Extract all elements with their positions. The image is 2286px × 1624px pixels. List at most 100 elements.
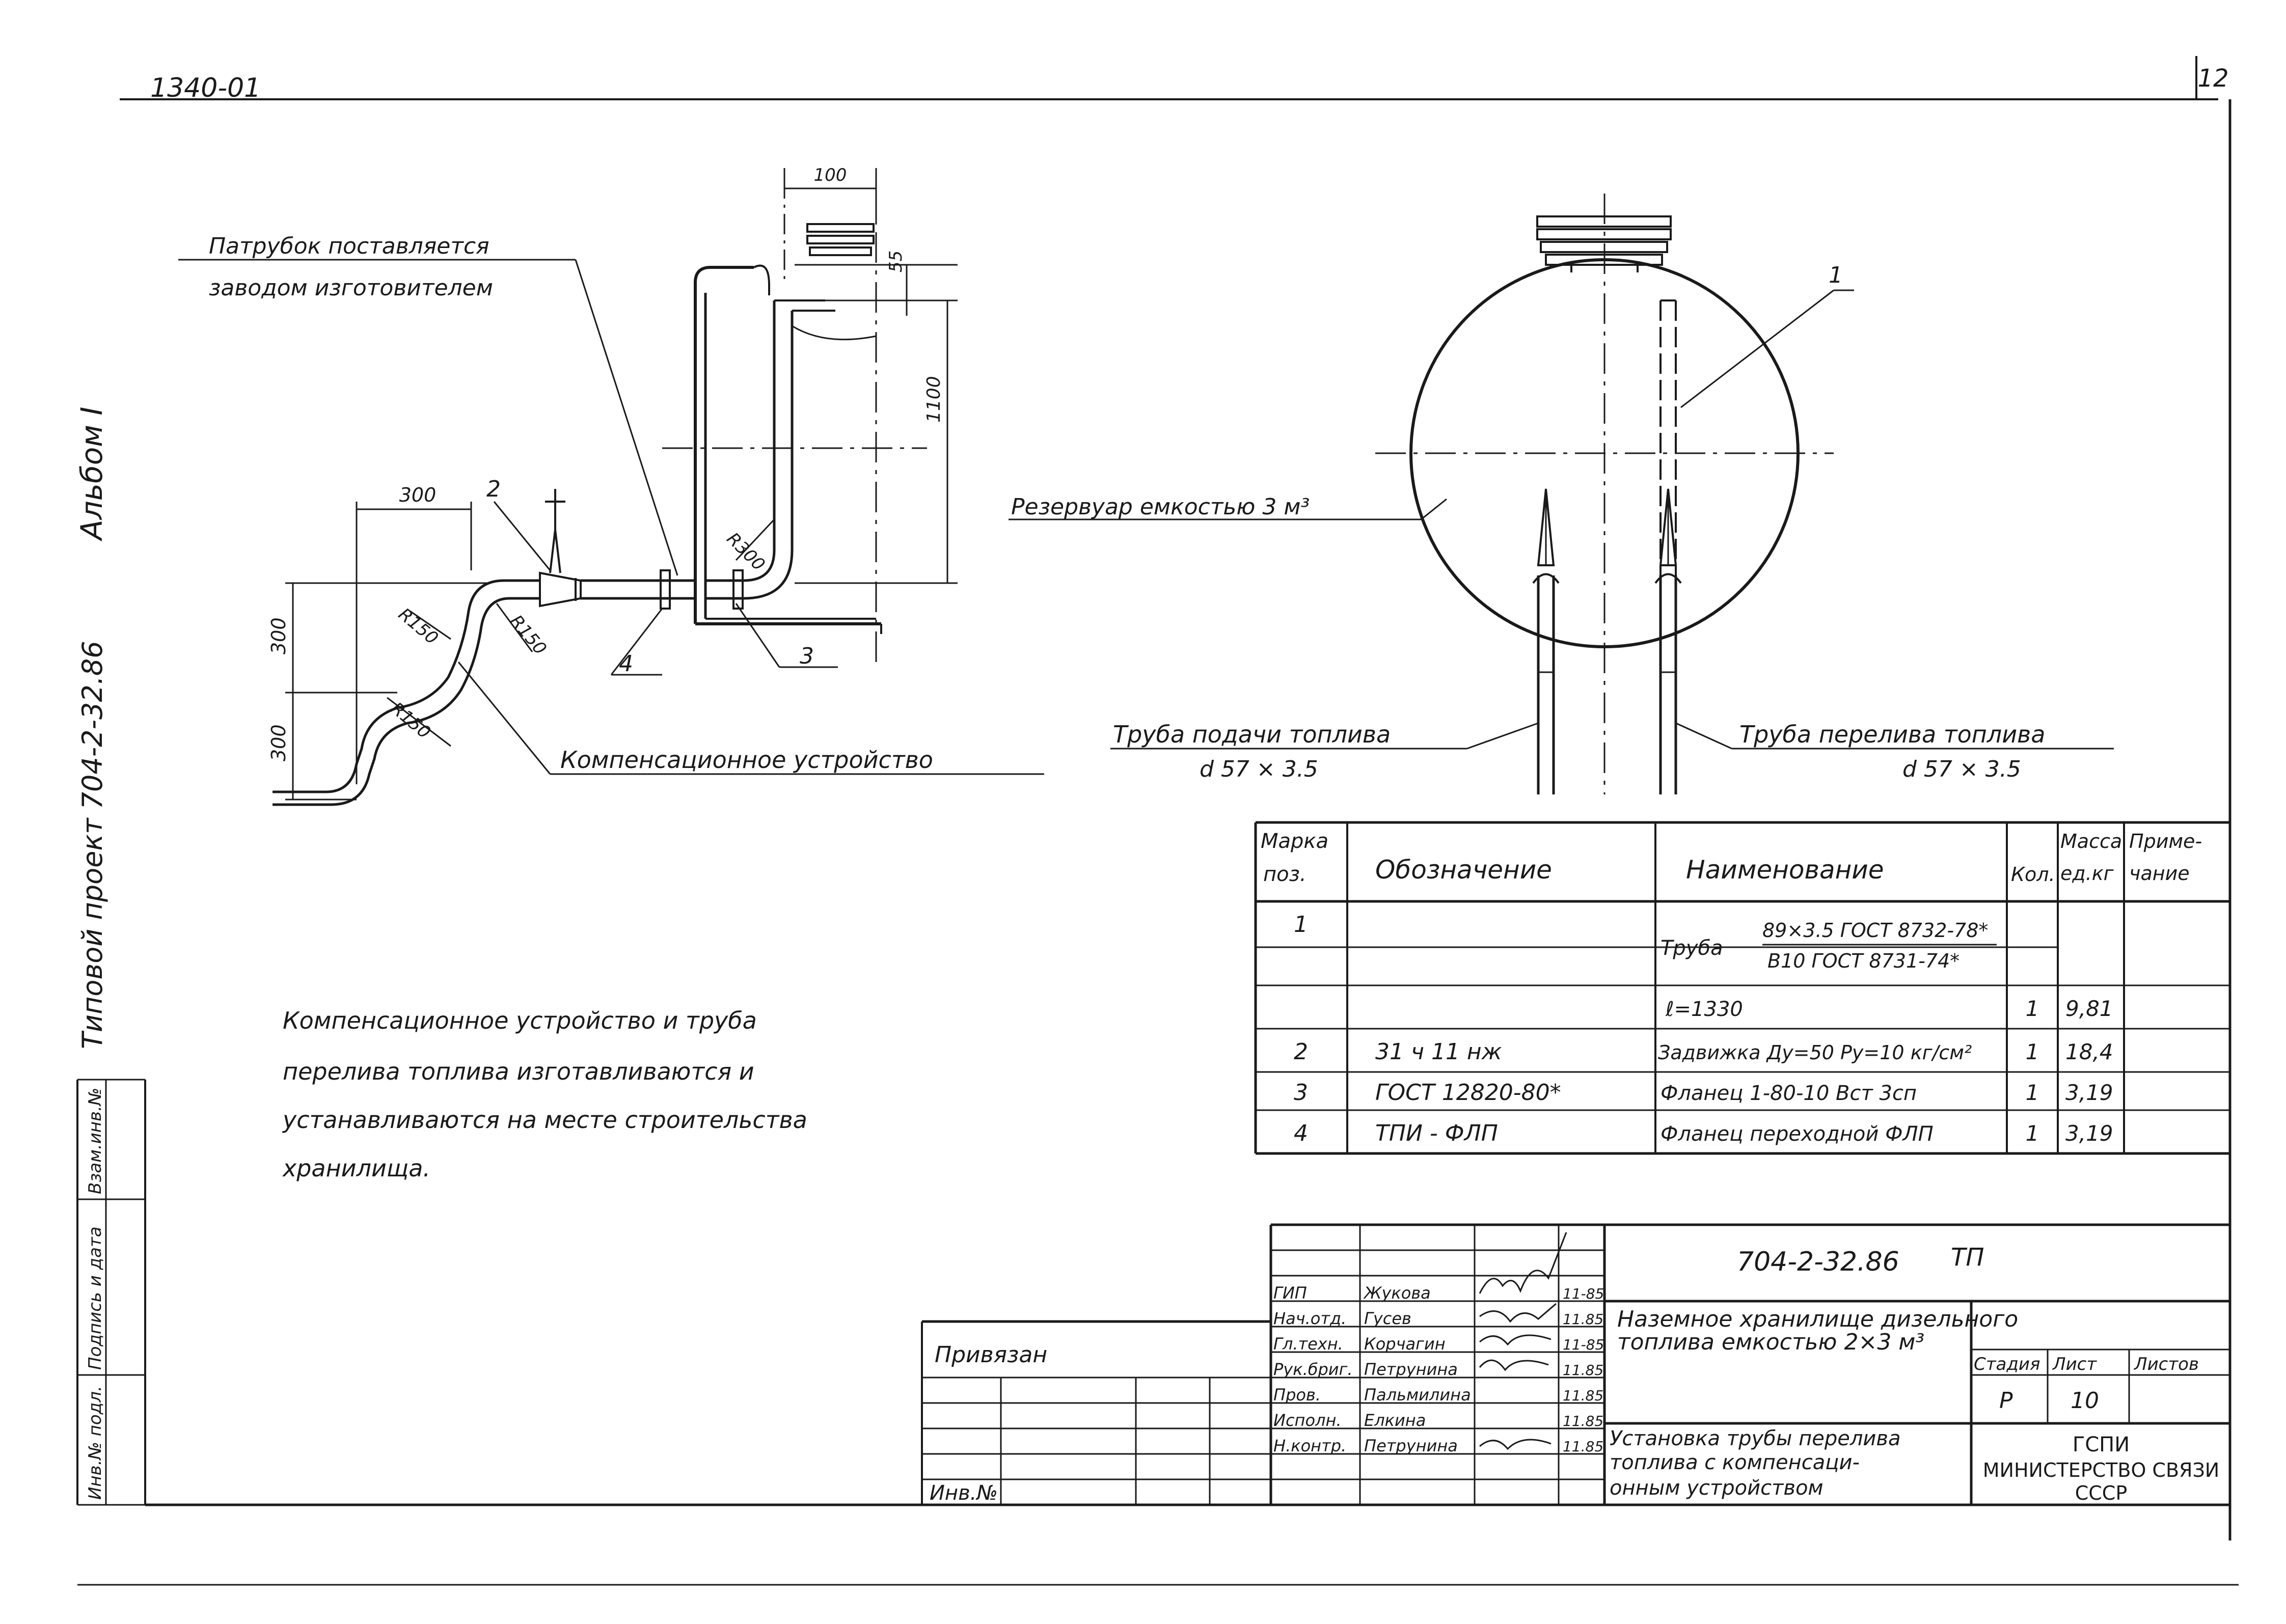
spec-r1-name-den: В10 ГОСТ 8731-74* xyxy=(1767,950,1960,972)
spec-r1b-name: ℓ=1330 xyxy=(1665,998,1743,1021)
strip-sign-date: Подпись и дата xyxy=(85,1226,105,1370)
tb-stage-header: Стадия xyxy=(1974,1354,2040,1374)
spec-r1-name-num: 89×3.5 ГОСТ 8732-78* xyxy=(1762,919,1988,942)
spec-r3-mass: 3,19 xyxy=(2065,1080,2113,1105)
spec-r1b-mass: 9,81 xyxy=(2065,996,2113,1021)
supply-pipe-dim: d 57 × 3.5 xyxy=(1200,756,1318,782)
spec-h-mass-2: ед.кг xyxy=(2060,862,2114,885)
nozzle-note-line2: заводом изготовителем xyxy=(209,275,493,301)
album-label: Альбом I xyxy=(74,407,109,542)
tb-name-1: Гусев xyxy=(1364,1309,1411,1328)
spec-r2-designation: 31 ч 11 нж xyxy=(1375,1039,1502,1065)
pos-1-label: 1 xyxy=(1829,262,1843,288)
pos-3-label: 3 xyxy=(800,643,814,669)
tb-name-5: Елкина xyxy=(1364,1411,1426,1430)
spec-r3-pos: 3 xyxy=(1294,1080,1308,1106)
spec-r3-qty: 1 xyxy=(2026,1080,2039,1105)
tank-drawing xyxy=(1009,194,2114,794)
tb-tp: ТП xyxy=(1951,1243,1984,1272)
spec-r1-pos: 1 xyxy=(1294,912,1308,938)
note-line-2: перелива топлива изготавливаются и xyxy=(283,1058,754,1085)
spec-r4-pos: 4 xyxy=(1294,1120,1308,1146)
spec-r2-mass: 18,4 xyxy=(2065,1039,2113,1064)
spec-r1b-qty: 1 xyxy=(2026,996,2039,1021)
project-label: Типовой проект 704-2-32.86 xyxy=(76,641,108,1049)
spec-row-3: 3 ГОСТ 12820-80* Фланец 1-80-10 Вст 3сп … xyxy=(1294,1080,2113,1106)
tb-org-line1: ГСПИ xyxy=(2073,1433,2130,1456)
tb-stage: Р xyxy=(1999,1388,2013,1414)
spec-r2-qty: 1 xyxy=(2026,1039,2039,1064)
strip-inv-original: Инв.№ подл. xyxy=(85,1386,105,1500)
tb-sheet: 10 xyxy=(2071,1388,2099,1414)
spec-h-note-1: Приме- xyxy=(2129,830,2202,852)
doc-code: 1340-01 xyxy=(150,73,261,103)
tb-dates: 11-85 11.85 11-85 11.85 11.85 11.85 11.8… xyxy=(1563,1285,1604,1455)
spec-h-mark-1: Марка xyxy=(1261,830,1328,853)
spec-r4-name: Фланец переходной ФЛП xyxy=(1661,1122,1934,1146)
tb-org-line3: СССР xyxy=(2075,1482,2128,1504)
signatures xyxy=(1479,1232,1567,1450)
dim-55: 55 xyxy=(886,251,906,272)
tb-date-6: 11.85 xyxy=(1563,1438,1603,1455)
sheet-number-corner: 12 xyxy=(2197,64,2228,93)
tb-name-6: Петрунина xyxy=(1364,1436,1458,1455)
tb-role-0: ГИП xyxy=(1273,1283,1307,1303)
tb-role-3: Рук.бриг. xyxy=(1273,1360,1353,1379)
tank-label: Резервуар емкостью 3 м³ xyxy=(1011,494,1310,520)
tb-role-6: Н.контр. xyxy=(1273,1436,1346,1455)
tb-title-line3: онным устройством xyxy=(1610,1476,1824,1500)
tb-object-line1: Наземное хранилище дизельного xyxy=(1617,1306,2018,1332)
tb-role-1: Нач.отд. xyxy=(1273,1309,1346,1328)
tb-code: 704-2-32.86 xyxy=(1737,1247,1899,1277)
spec-r4-mass: 3,19 xyxy=(2065,1121,2113,1146)
spec-h-note-2: чание xyxy=(2129,862,2190,885)
compensator-label: Компенсационное устройство xyxy=(560,746,933,774)
tb-inv-label: Инв.№ xyxy=(930,1481,998,1505)
spec-row-1b: ℓ=1330 1 9,81 xyxy=(1665,996,2113,1021)
note-line-4: хранилища. xyxy=(282,1154,430,1182)
spec-row-2: 2 31 ч 11 нж Задвижка Ду=50 Ру=10 кг/см²… xyxy=(1294,1039,2113,1065)
spec-h-mass-1: Масса xyxy=(2060,830,2122,852)
overflow-pipe-label: Труба перелива топлива xyxy=(1739,721,2045,748)
tb-role-4: Пров. xyxy=(1273,1385,1321,1405)
spec-h-qty: Кол. xyxy=(2011,863,2055,886)
spec-h-name: Наименование xyxy=(1686,855,1884,885)
tb-date-4: 11.85 xyxy=(1563,1387,1603,1404)
tb-roles: ГИП Нач.отд. Гл.техн. Рук.бриг. Пров. Ис… xyxy=(1273,1283,1353,1455)
title-block xyxy=(921,1223,2230,1505)
dim-300-top: 300 xyxy=(399,484,437,506)
tb-role-5: Исполн. xyxy=(1273,1411,1342,1430)
spec-row-1: 1 Труба 89×3.5 ГОСТ 8732-78* В10 ГОСТ 87… xyxy=(1294,912,1997,972)
overflow-pipe-dim: d 57 × 3.5 xyxy=(1902,756,2021,782)
dim-r150a: R150 xyxy=(394,604,442,649)
spec-r4-qty: 1 xyxy=(2026,1121,2039,1146)
tb-title-line2: топлива с компенсаци- xyxy=(1610,1451,1860,1474)
tb-name-3: Петрунина xyxy=(1364,1360,1458,1379)
spec-r4-designation: ТПИ - ФЛП xyxy=(1375,1120,1498,1146)
dim-r150b: R150 xyxy=(506,611,551,659)
spec-r3-name: Фланец 1-80-10 Вст 3сп xyxy=(1661,1082,1917,1105)
tb-date-2: 11-85 xyxy=(1563,1336,1604,1353)
tb-date-5: 11.85 xyxy=(1563,1413,1603,1429)
tb-date-1: 11.85 xyxy=(1563,1311,1603,1328)
spec-r3-designation: ГОСТ 12820-80* xyxy=(1375,1080,1561,1106)
supply-pipe-label: Труба подачи топлива xyxy=(1113,721,1391,748)
dim-300-v1: 300 xyxy=(267,617,290,654)
dim-100: 100 xyxy=(814,165,847,185)
spec-r2-name: Задвижка Ду=50 Ру=10 кг/см² xyxy=(1658,1041,1972,1064)
dim-r300: R300 xyxy=(723,529,769,575)
spec-row-4: 4 ТПИ - ФЛП Фланец переходной ФЛП 1 3,19 xyxy=(1294,1120,2113,1146)
outer-frame xyxy=(76,56,2239,1586)
strip-replace-inv: Взам.инв.№ xyxy=(85,1088,105,1194)
spec-r1-name: Труба xyxy=(1661,937,1723,960)
tb-tied-label: Привязан xyxy=(935,1342,1047,1368)
dim-1100: 1100 xyxy=(923,376,944,423)
tb-role-2: Гл.техн. xyxy=(1273,1334,1343,1354)
tb-object-line2: топлива емкостью 2×3 м³ xyxy=(1617,1329,1924,1355)
spec-r2-pos: 2 xyxy=(1294,1039,1308,1065)
tb-date-3: 11.85 xyxy=(1563,1362,1603,1379)
dim-300-v2: 300 xyxy=(267,724,290,761)
spec-h-designation: Обозначение xyxy=(1375,855,1552,885)
